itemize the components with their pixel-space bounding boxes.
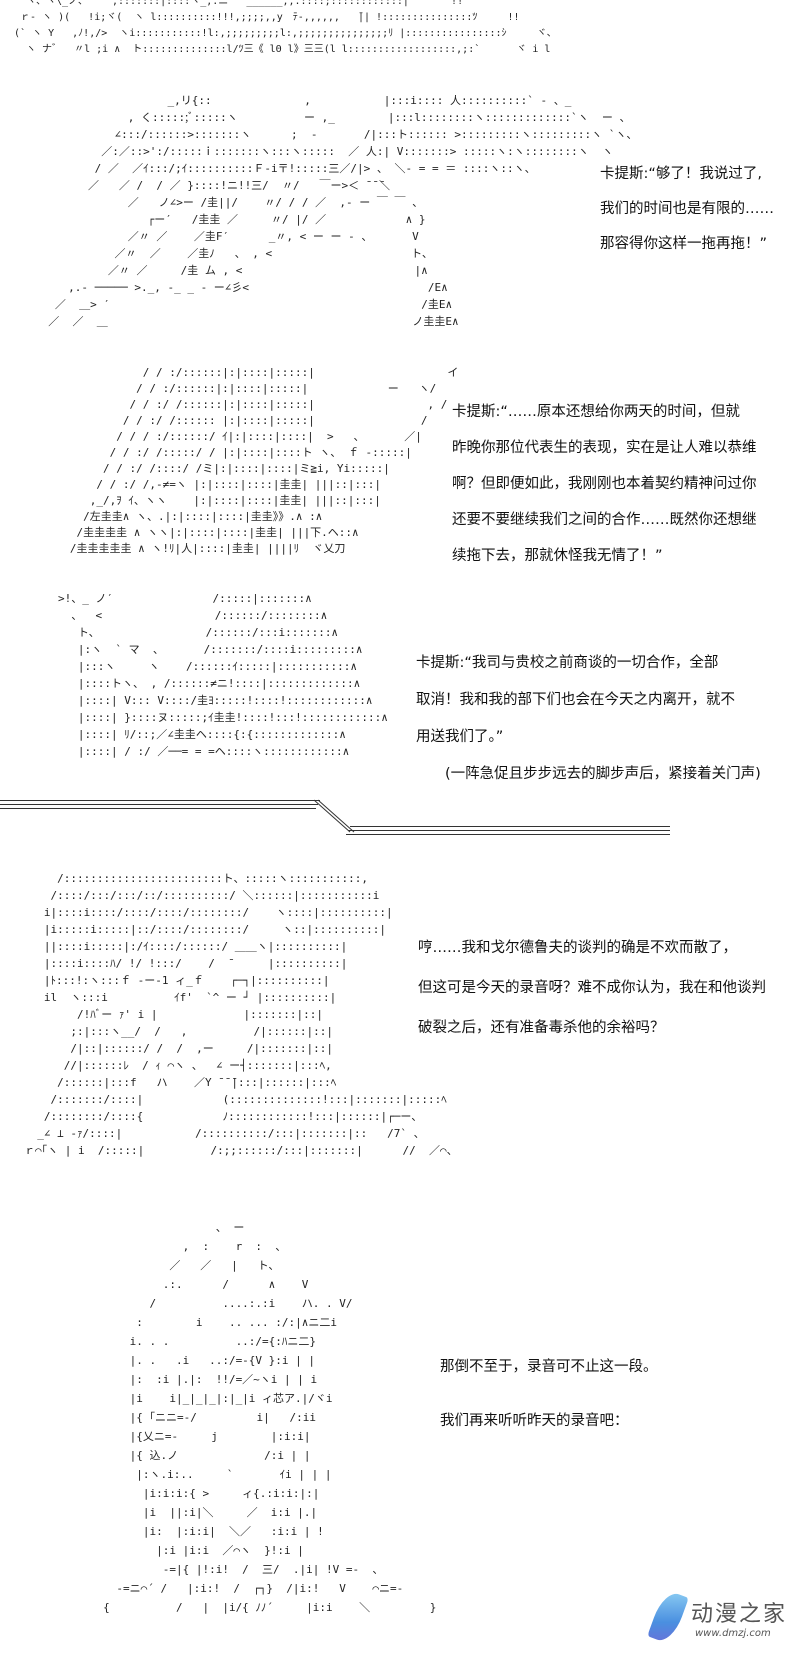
ascii-art-panel-5: /::::::::::::::::::::::::ト、:::::ヽ:::::::… [24, 872, 458, 1157]
dialogue-line: 那倒不至于，录音可不止这一段。 [440, 1359, 658, 1375]
ascii-art-panel-2: _,リ{:: , |:::i:::: 人::::::::::` ‐ 、_ , く… [48, 94, 638, 328]
wing-logo-icon [647, 1589, 689, 1645]
dialogue-line: 破裂之后，还有准备毒杀他的余裕吗？ [418, 1020, 665, 1036]
dialogue-line: 那容得你这样一拖再拖！” [600, 236, 768, 252]
dialogue-line: 卡提斯:“……原本还想给你两天的时间，但就 [452, 404, 740, 420]
ascii-art-panel-1: ヽ、ヽ\_ノ、 ,:::::::|::::ヽ_,.ニ ______,,.::::… [14, 0, 557, 55]
narration-panel-4: (一阵急促且步步远去的脚步声后，紧接着关门声) [445, 766, 761, 782]
dialogue-line: 我们的时间也是有限的…… [600, 201, 774, 217]
dialogue-line: 续拖下去，那就休怪我无情了！” [452, 548, 663, 564]
dialogue-line: 卡提斯:“够了！我说过了, [600, 166, 763, 182]
dialogue-line: 但这可是今天的录音呀？难不成你认为，我在和他谈判 [418, 980, 766, 996]
dialogue-panel-4: 卡提斯:“我司与贵校之前商谈的一切合作，全部取消！我和我的部下们也会在今天之内离… [416, 645, 735, 756]
ascii-art-panel-4: >!、_ ノ′ /:::::|:::::::∧ 、 < /::::::/::::… [58, 592, 388, 758]
dialogue-line: 昨晚你那位代表生的表现，实在是让人难以恭维 [452, 440, 757, 456]
dialogue-line: 取消！我和我的部下们也会在今天之内离开，就不 [416, 692, 735, 708]
dialogue-panel-6: 那倒不至于，录音可不止这一段。我们再来听听昨天的录音吧： [440, 1340, 658, 1448]
dialogue-line: 啊？但即便如此，我刚刚也本着契约精神问过你 [452, 476, 757, 492]
dialogue-line: 哼……我和戈尔德鲁夫的谈判的确是不欢而散了， [418, 940, 737, 956]
dialogue-panel-5: 哼……我和戈尔德鲁夫的谈判的确是不欢而散了， 但这可是今天的录音呀？难不成你认为，… [418, 928, 766, 1048]
dialogue-line: 用送我们了。” [416, 729, 504, 745]
dialogue-panel-3: 卡提斯:“……原本还想给你两天的时间，但就昨晚你那位代表生的表现，实在是让人难以… [452, 394, 757, 574]
dialogue-line: 还要不要继续我们之间的合作……既然你还想继 [452, 512, 757, 528]
dialogue-panel-2: 卡提斯:“够了！我说过了, 我们的时间也是有限的…… 那容得你这样一拖再拖！” [600, 157, 774, 262]
ascii-art-panel-6: 、 ー , : r : 、 ／ ／ | ト、 .:. / ∧ V / ....:… [103, 1221, 437, 1614]
dialogue-line: 卡提斯:“我司与贵校之前商谈的一切合作，全部 [416, 655, 719, 671]
watermark-logo: 动漫之家 www.dmzj.com [647, 1589, 795, 1648]
dialogue-line: 我们再来听听昨天的录音吧： [440, 1413, 629, 1429]
ascii-art-panel-3: / / :/::::::|:|::::|:::::| イ / / :/:::::… [69, 366, 459, 555]
